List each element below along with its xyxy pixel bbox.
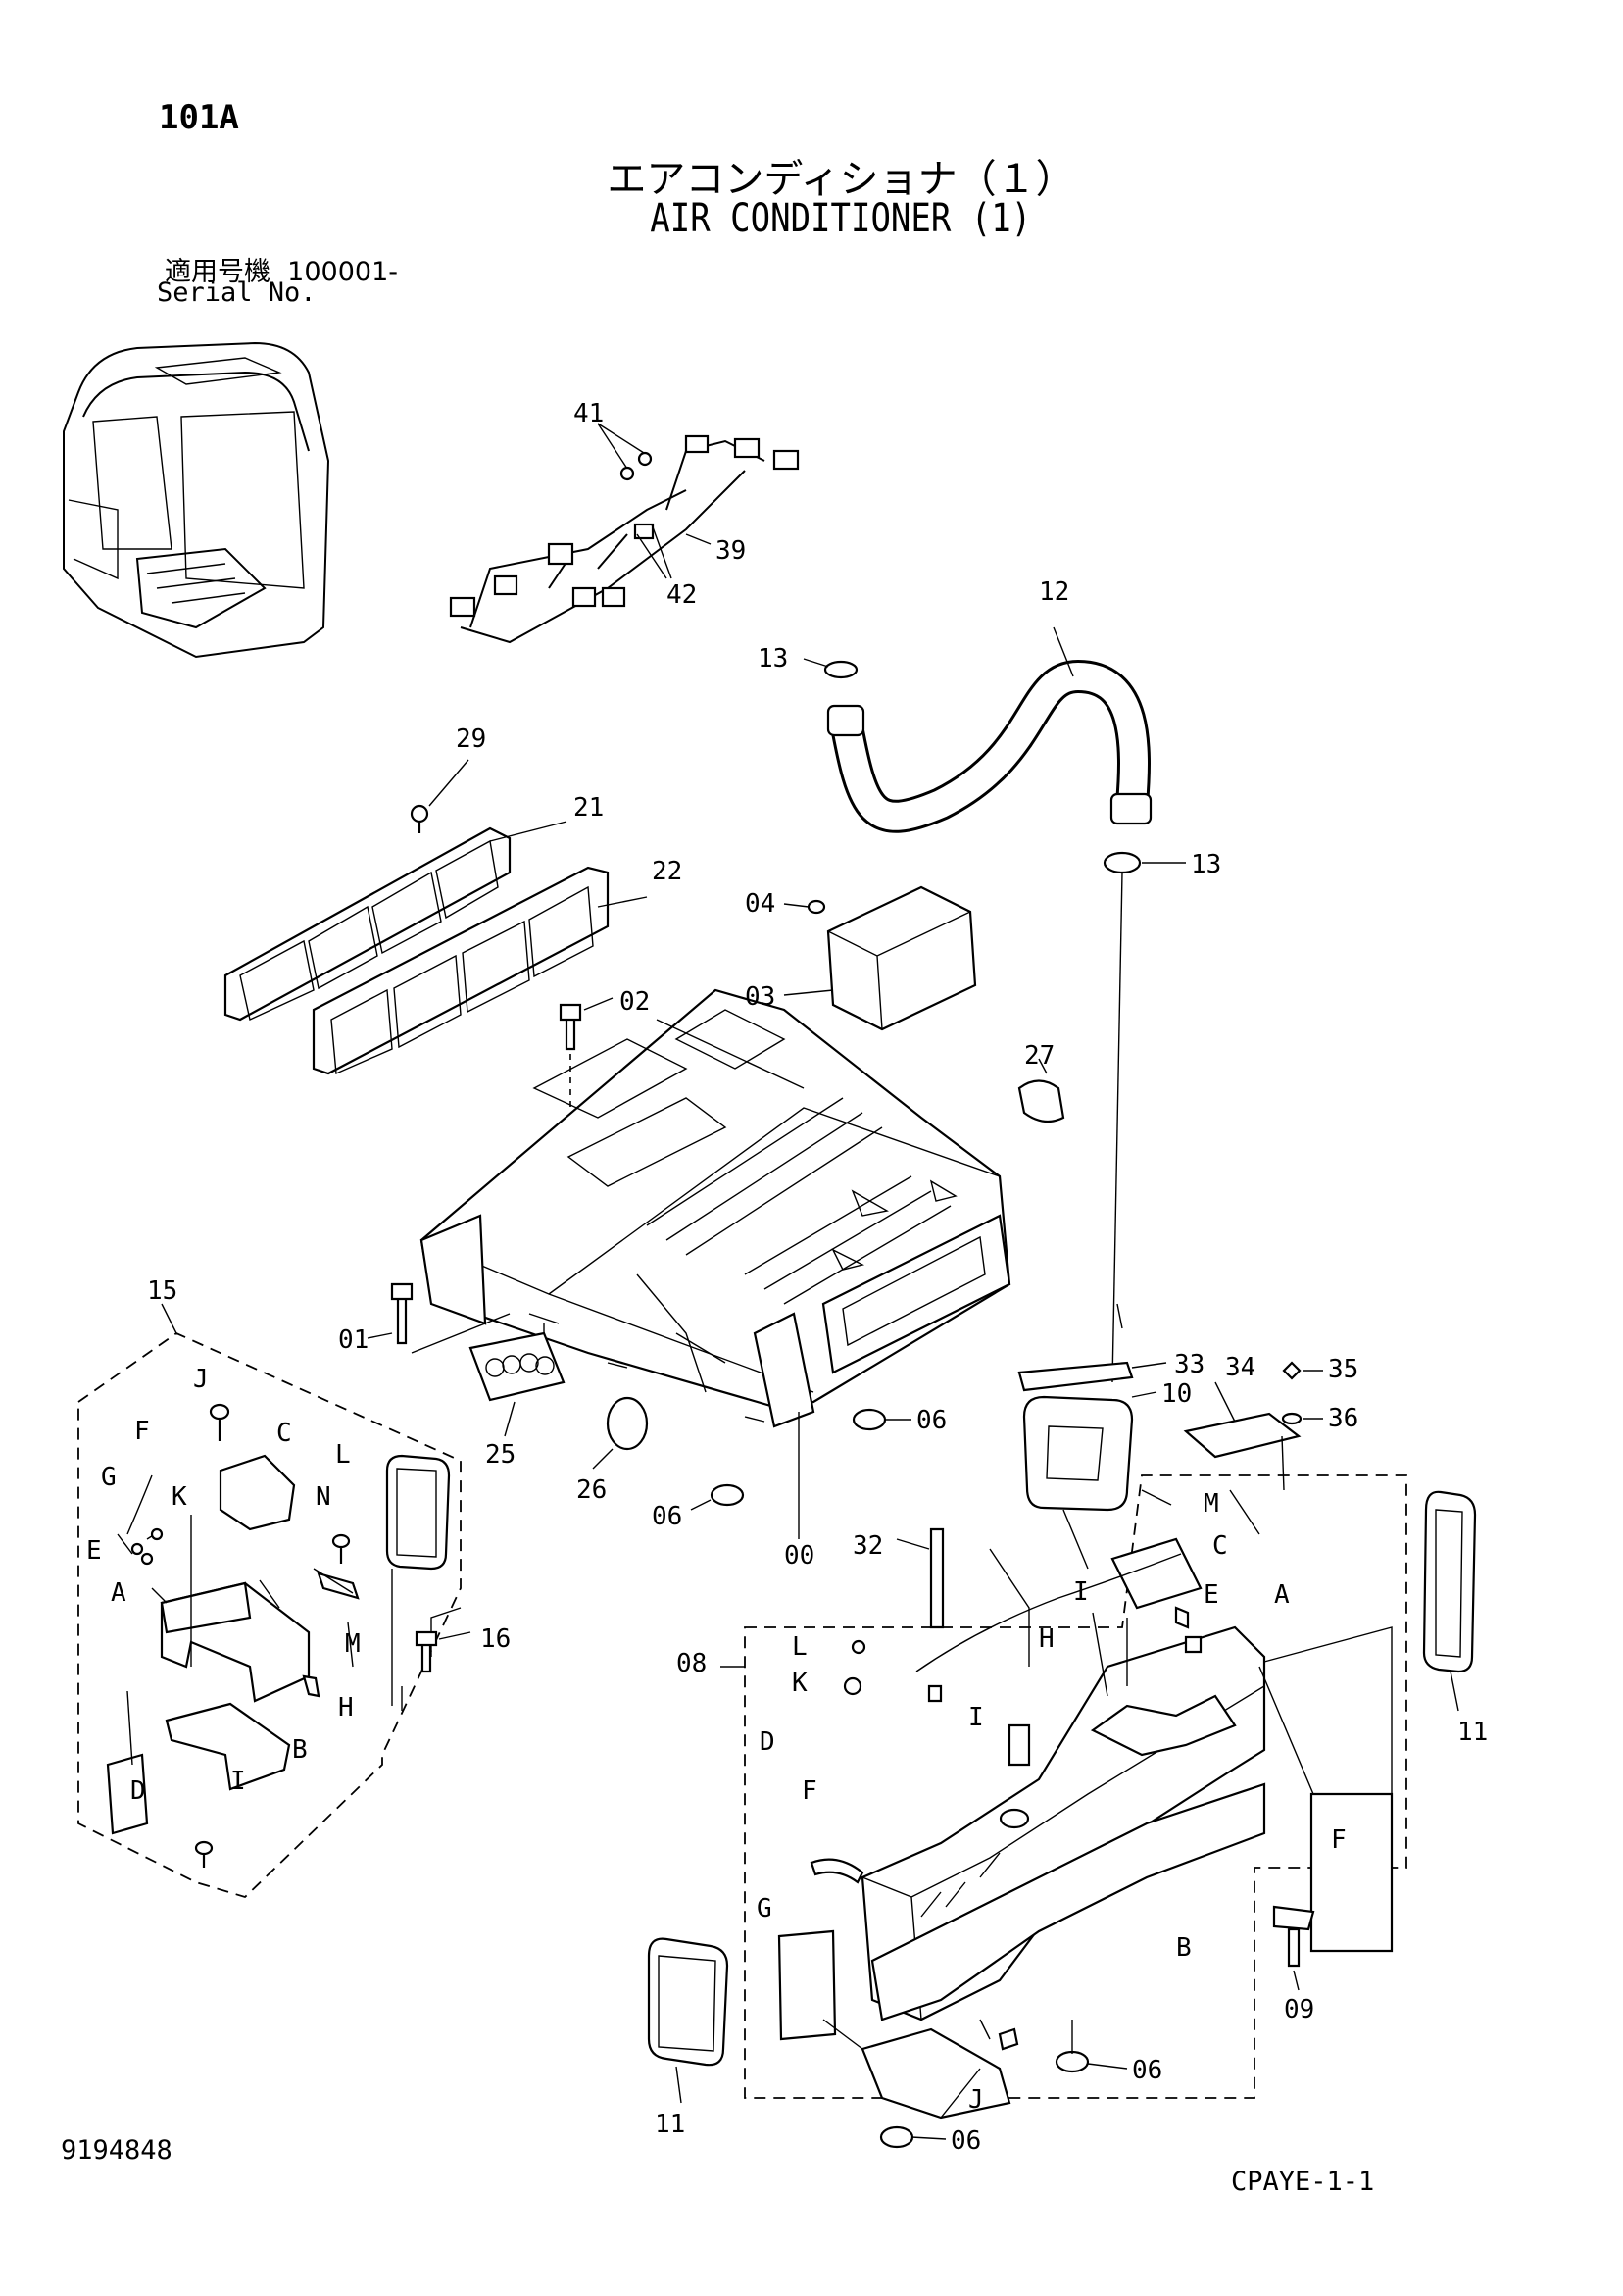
ref-right-L: L: [792, 1632, 808, 1662]
callout-32: 32: [853, 1531, 883, 1561]
wiring-harness-39: [449, 434, 800, 644]
ref-right-C: C: [1212, 1531, 1228, 1561]
callout-10: 10: [1161, 1379, 1192, 1409]
ref-right-F-left: F: [802, 1776, 817, 1806]
callout-02: 02: [619, 987, 650, 1017]
ref-right-G: G: [757, 1894, 772, 1923]
seal-frame-11-right: [1422, 1490, 1477, 1673]
callout-39: 39: [715, 536, 746, 566]
serial-label-jp-text: 適用号機: [165, 257, 270, 287]
serial-label-english: Serial No.: [157, 277, 317, 308]
ref-right-D: D: [760, 1727, 775, 1757]
page-title-japanese: エアコンディショナ（１）: [607, 157, 1075, 202]
callout-08: 08: [676, 1649, 707, 1678]
ref-left-H: H: [338, 1693, 354, 1722]
callout-15: 15: [147, 1276, 177, 1306]
callout-35: 35: [1328, 1355, 1358, 1384]
air-conditioner-unit-00: [419, 988, 1011, 1428]
grommet-26: [606, 1396, 649, 1451]
page-code: 101A: [159, 98, 239, 137]
callout-41: 41: [573, 399, 604, 428]
duct-25: [468, 1331, 566, 1402]
callout-26: 26: [576, 1475, 607, 1505]
serial-value: 100001-: [287, 257, 398, 287]
sheet-code: CPAYE-1-1: [1231, 2167, 1375, 2197]
ref-right-E: E: [1204, 1580, 1219, 1610]
hose-clamp-13-bottom: [1103, 851, 1142, 874]
ref-left-N: N: [316, 1482, 331, 1512]
callout-12: 12: [1039, 577, 1069, 607]
callout-36: 36: [1328, 1404, 1358, 1433]
ref-right-J: J: [968, 2085, 984, 2115]
ref-left-K: K: [172, 1482, 187, 1512]
ref-right-H: H: [1039, 1624, 1055, 1654]
ref-right-A: A: [1274, 1580, 1290, 1610]
callout-01: 01: [338, 1325, 369, 1355]
callout-04: 04: [745, 889, 775, 919]
callout-06-right: 06: [1132, 2056, 1162, 2085]
callout-34: 34: [1225, 1353, 1255, 1382]
ref-left-A: A: [111, 1578, 126, 1608]
callout-06-bottom: 06: [951, 2126, 981, 2156]
callout-11-right: 11: [1457, 1718, 1488, 1747]
callout-03: 03: [745, 982, 775, 1012]
air-filter-22: [312, 866, 610, 1075]
callout-22: 22: [652, 857, 682, 886]
controller-03: [826, 885, 977, 1031]
callout-16: 16: [480, 1624, 511, 1654]
seal-frame-10: [1022, 1395, 1134, 1512]
callout-13-bottom: 13: [1191, 850, 1221, 879]
callout-33: 33: [1174, 1350, 1205, 1379]
callout-11-left: 11: [655, 2110, 685, 2139]
ref-right-K: K: [792, 1669, 808, 1698]
callout-13-top: 13: [758, 644, 788, 674]
ref-left-B: B: [292, 1735, 308, 1765]
ref-left-F: F: [134, 1417, 150, 1446]
ref-left-E: E: [86, 1536, 102, 1566]
ref-left-M: M: [345, 1629, 361, 1659]
ref-right-I-lower: I: [968, 1703, 984, 1732]
ref-left-I: I: [230, 1767, 246, 1796]
ref-right-B: B: [1176, 1933, 1192, 1963]
drain-hose-12: [826, 659, 1153, 833]
callout-06-lower: 06: [652, 1502, 682, 1531]
callout-06-center: 06: [916, 1406, 947, 1435]
callout-00: 00: [784, 1541, 814, 1571]
ref-left-D: D: [130, 1776, 146, 1806]
duct-assembly-15: [77, 1331, 462, 1899]
callout-21: 21: [573, 793, 604, 823]
cab-location-illustration: [63, 341, 330, 659]
callout-labels: 41 39 42 12 13 13 29 21 22 04 03 02 27 1…: [86, 399, 1488, 2156]
ref-right-I-upper: I: [1073, 1577, 1089, 1607]
callout-27: 27: [1024, 1041, 1055, 1071]
ref-left-J: J: [193, 1365, 209, 1394]
ref-right-F-right: F: [1331, 1825, 1347, 1855]
seal-frame-11-left: [647, 1937, 729, 2067]
ref-right-M: M: [1204, 1489, 1219, 1519]
page-title-english: AIR CONDITIONER (1): [650, 196, 1032, 241]
air-filter-21: [223, 826, 512, 1022]
callout-42: 42: [666, 580, 697, 610]
ref-left-G: G: [101, 1463, 117, 1492]
hose-clamp-13-top: [823, 660, 859, 679]
serial-label-japanese: 適用号機 100001-: [165, 250, 398, 288]
callout-09: 09: [1284, 1995, 1314, 2024]
callout-29: 29: [456, 724, 486, 754]
ref-left-C: C: [276, 1419, 292, 1448]
drawing-id: 9194848: [61, 2135, 172, 2166]
ref-left-L: L: [335, 1440, 351, 1470]
callout-25: 25: [485, 1440, 516, 1470]
duct-assembly-08: [744, 1474, 1407, 2120]
